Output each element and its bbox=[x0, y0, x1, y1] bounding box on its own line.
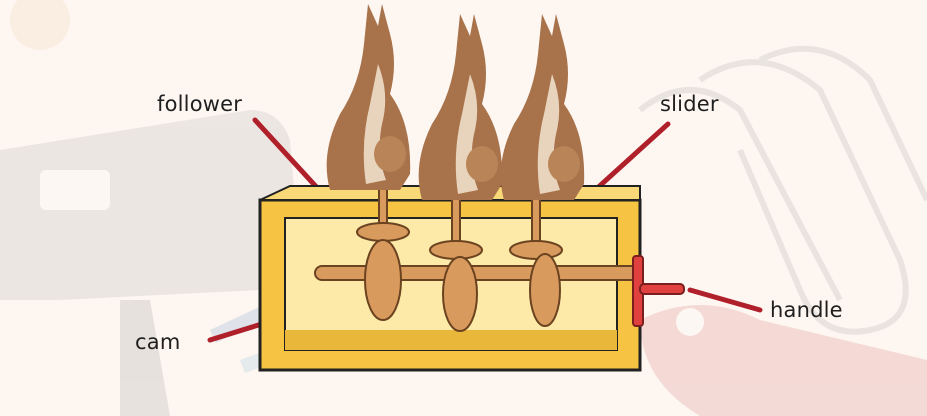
kangaroo-icon bbox=[418, 14, 503, 200]
kangaroo-icon bbox=[500, 14, 585, 200]
follower-disc bbox=[429, 240, 483, 260]
handle-pointer-line bbox=[687, 287, 763, 313]
handle-label: handle bbox=[770, 298, 843, 322]
cam-disc bbox=[529, 253, 561, 327]
cam-disc bbox=[364, 239, 402, 321]
glue-gun-icon bbox=[0, 110, 300, 416]
crank-handle bbox=[632, 255, 685, 327]
cams bbox=[364, 239, 561, 332]
kangaroo-icon bbox=[326, 4, 411, 190]
camshaft-axle bbox=[314, 265, 641, 281]
cam-label: cam bbox=[135, 330, 181, 354]
follower-disc bbox=[356, 222, 410, 242]
paper-clip-icon bbox=[638, 45, 927, 335]
slider-label: slider bbox=[660, 92, 719, 116]
kangaroo-figures bbox=[326, 4, 585, 200]
follower-disc bbox=[509, 240, 563, 260]
cam-disc bbox=[442, 256, 478, 332]
scissors-icon bbox=[640, 305, 927, 416]
follower-label: follower bbox=[157, 92, 243, 116]
